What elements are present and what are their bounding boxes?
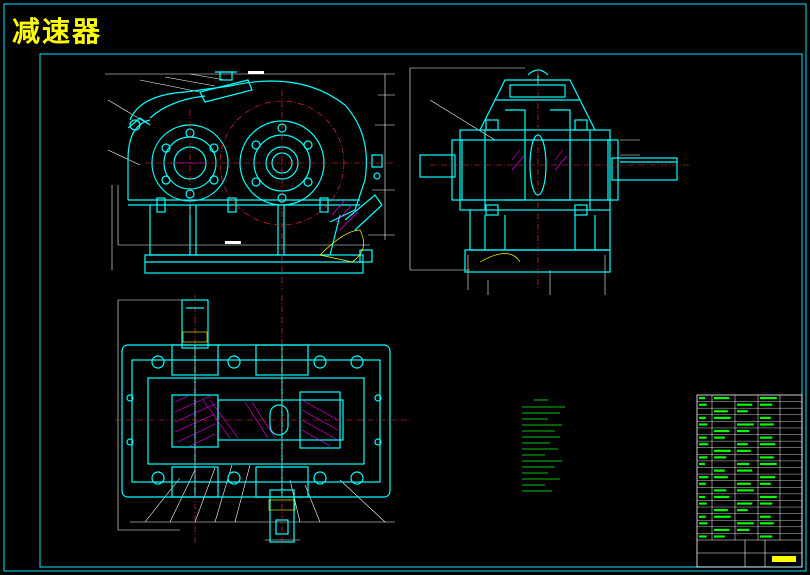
parts-list-entry-mark [699,456,708,459]
parts-list-entry-mark [714,495,730,499]
parts-list-entry-mark [714,429,730,433]
inner-frame [39,53,803,568]
parts-list-entry-mark [714,397,730,400]
parts-list-entry-mark [699,535,707,538]
parts-list-entry-mark [737,449,751,452]
parts-list-entry-mark [760,416,771,419]
parts-list-entry-mark [699,476,709,479]
parts-list-entry-mark [699,462,705,466]
parts-list-entry-mark [760,436,773,439]
drawing-title: 减速器 [12,15,103,48]
parts-list-entry-mark [760,482,771,485]
parts-list-entry-mark [760,515,771,518]
parts-list-entry-mark [737,423,754,426]
parts-list-entry-mark [714,535,725,538]
parts-list-entry-mark [714,416,731,419]
parts-list-entry-mark [699,416,706,419]
parts-list-entry-mark [714,528,730,532]
parts-list-entry-mark [737,403,753,406]
parts-list-entry-mark [714,410,728,413]
parts-list-entry-mark [699,397,705,400]
parts-list-entry-mark [760,443,776,446]
parts-list-entry-mark [714,469,725,472]
title-block [696,394,803,568]
parts-list-entry-mark [699,522,708,525]
parts-list-entry-mark [714,456,727,459]
parts-list-entry-mark [714,509,728,512]
parts-list-entry-mark [760,397,777,400]
parts-list-entry-mark [699,502,707,505]
parts-list-entry-mark [737,462,750,466]
side-view [409,67,690,295]
front-view [105,71,395,290]
parts-list-entry-mark [737,502,753,505]
parts-list-entry-mark [737,469,753,472]
parts-list-entry-mark [737,489,754,492]
parts-list-entry-mark [714,476,728,479]
parts-list-entry-mark [699,482,706,485]
parts-list-entry-mark [699,403,707,406]
parts-list-entry-mark [760,495,777,499]
parts-list-entry-mark [760,535,773,538]
parts-list-entry-mark [760,522,774,525]
parts-list-entry-mark [760,462,777,466]
parts-list-entry-mark [760,476,776,479]
parts-list-entry-mark [737,509,748,512]
parts-list-entry-mark [737,482,751,485]
parts-list-entry-mark [699,436,707,439]
technical-notes [522,399,565,492]
parts-list-entry-mark [737,522,754,525]
parts-list-entry-mark [714,515,731,518]
parts-list-entry-mark [737,429,750,433]
parts-list-entry-mark [699,423,708,426]
plan-view [115,295,410,548]
parts-list-entry-mark [737,443,748,446]
parts-list-entry-mark [760,502,773,505]
parts-list-entry-mark [699,515,706,518]
parts-list-entry-mark [760,403,773,406]
parts-list-entry-mark [760,456,774,459]
parts-list-entry-mark [714,449,731,452]
outer-border [3,3,807,572]
parts-list-entry-mark [737,528,750,532]
parts-list-entry-mark [714,436,725,439]
parts-list-entry-mark [760,423,774,426]
parts-list-entry-mark [699,495,705,499]
parts-list-entry-mark [737,410,748,413]
parts-list-entry-mark [699,443,709,446]
parts-list-entry-mark [714,489,727,492]
